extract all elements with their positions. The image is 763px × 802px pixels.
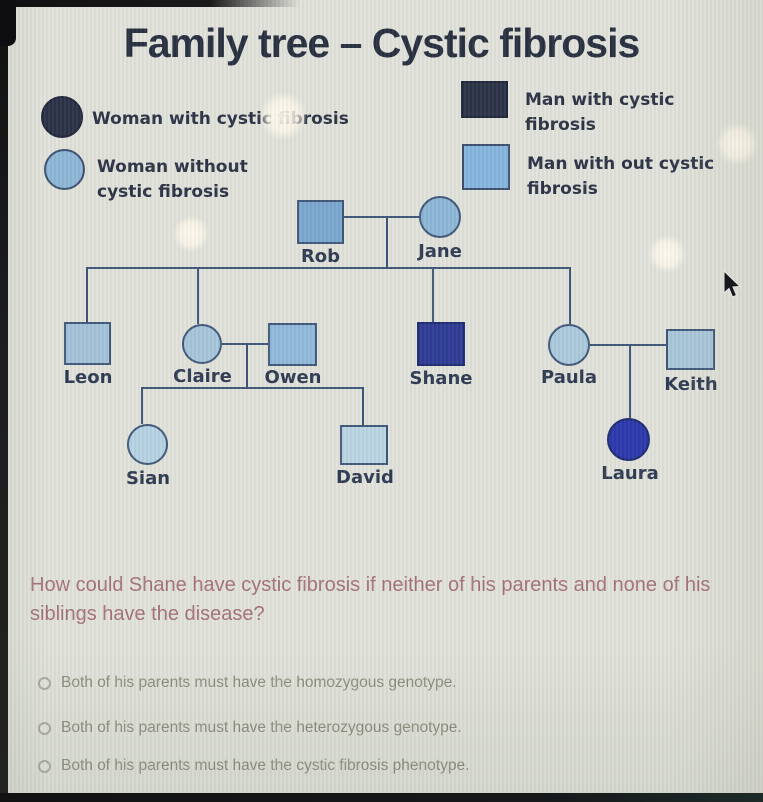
person-shane-shape [417,322,465,366]
screen-bezel-top [0,0,300,7]
person-rob-shape [297,200,344,244]
person-paula-label: Paula [541,367,597,388]
legend-woman-unaffected-label: Woman without cystic fibrosis [97,157,248,202]
person-claire-label: Claire [173,366,232,387]
marriage-line-paula-keith [590,344,666,346]
person-jane-label: Jane [418,241,462,262]
legend-man-unaffected-icon [462,144,510,190]
answer-option-1[interactable]: Both of his parents must have the homozy… [38,674,457,692]
person-rob-label: Rob [300,246,341,267]
legend-man-unaffected-label: Man with out cystic fibrosis [527,154,715,199]
descent-line-paula-keith [629,344,631,418]
person-sian-shape [127,424,168,465]
person-leon-label: Leon [63,367,113,388]
person-david-label: David [336,467,394,488]
screen-bezel-left [0,0,8,802]
page-title: Family tree – Cystic fibrosis [123,20,641,66]
person-shane-label: Shane [409,368,473,389]
sibling-line-gen2 [87,267,571,269]
person-paula-shape [548,324,590,366]
person-david-shape [340,425,388,465]
legend-woman-affected-label: Woman with cystic fibrosis [92,109,349,129]
answer-option-2[interactable]: Both of his parents must have the hetero… [38,719,462,737]
descent-line-claire-owen [246,343,248,389]
answer-option-3[interactable]: Both of his parents must have the cystic… [38,757,469,775]
marriage-line-rob-jane [344,216,419,218]
person-laura-shape [607,418,650,461]
person-owen-label: Owen [264,367,322,388]
legend-man-affected-label: Man with cystic fibrosis [525,90,675,135]
legend-woman-unaffected-icon [44,149,85,190]
drop-line-leon [86,267,88,322]
drop-line-claire [197,267,199,324]
person-sian-label: Sian [125,468,171,489]
glare-spot [173,216,209,252]
person-keith-label: Keith [664,374,718,395]
drop-line-paula [569,267,571,324]
person-claire-shape [182,324,222,364]
mouse-cursor-icon [723,269,745,305]
sibling-line-claire-owen-children [142,387,364,389]
marriage-line-claire-owen [222,343,268,345]
answer-option-2-label[interactable]: Both of his parents must have the hetero… [61,719,462,736]
drop-line-sian [141,387,143,424]
person-jane-shape [419,196,461,238]
drop-line-david [362,387,364,425]
legend-man-affected-icon [461,81,508,118]
person-keith-shape [666,329,715,370]
radio-button-option-1[interactable] [38,676,51,690]
question-text: How could Shane have cystic fibrosis if … [30,574,711,625]
person-laura-label: Laura [601,463,659,484]
glare-spot [648,235,686,273]
radio-button-option-2[interactable] [38,721,51,735]
screen-bezel-bottom [0,793,763,802]
radio-button-option-3[interactable] [38,759,51,773]
answer-option-1-label[interactable]: Both of his parents must have the homozy… [61,674,457,691]
person-leon-shape [64,322,111,365]
screen-bezel-corner [0,0,16,46]
descent-line-rob-jane [386,217,388,269]
answer-option-3-label[interactable]: Both of his parents must have the cystic… [61,757,470,774]
drop-line-shane [432,267,434,322]
legend-woman-affected-icon [41,96,83,138]
person-owen-shape [268,323,317,366]
